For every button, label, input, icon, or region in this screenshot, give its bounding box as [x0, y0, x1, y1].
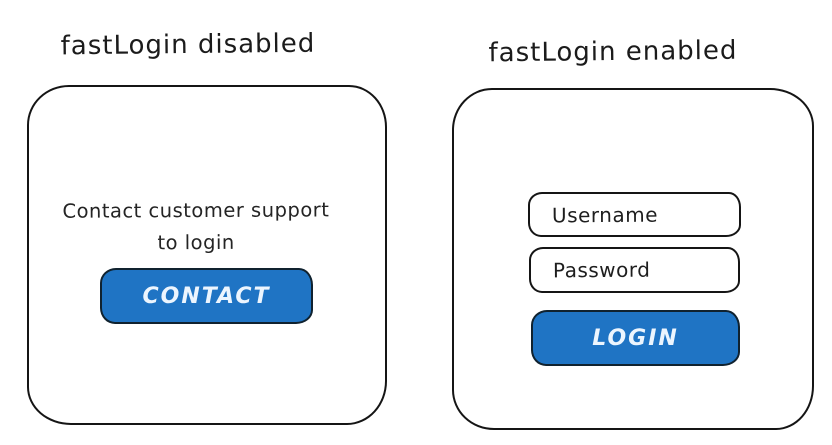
password-input[interactable]: Password [529, 247, 740, 293]
password-placeholder: Password [552, 257, 651, 283]
contact-button[interactable]: CONTACT [100, 268, 313, 324]
support-message-line1: Contact customer support [62, 198, 330, 223]
username-input[interactable]: Username [528, 192, 741, 237]
support-message: Contact customer support to login [29, 194, 385, 260]
left-panel-title: fastLogin disabled [60, 28, 316, 62]
support-message-line2: to login [157, 231, 235, 255]
login-button[interactable]: LOGIN [531, 310, 740, 366]
fastlogin-disabled-frame: Contact customer support to login CONTAC… [27, 85, 387, 425]
username-placeholder: Username [551, 202, 659, 227]
fastlogin-enabled-frame: Username Password LOGIN [452, 88, 814, 430]
right-panel-title: fastLogin enabled [488, 35, 738, 69]
